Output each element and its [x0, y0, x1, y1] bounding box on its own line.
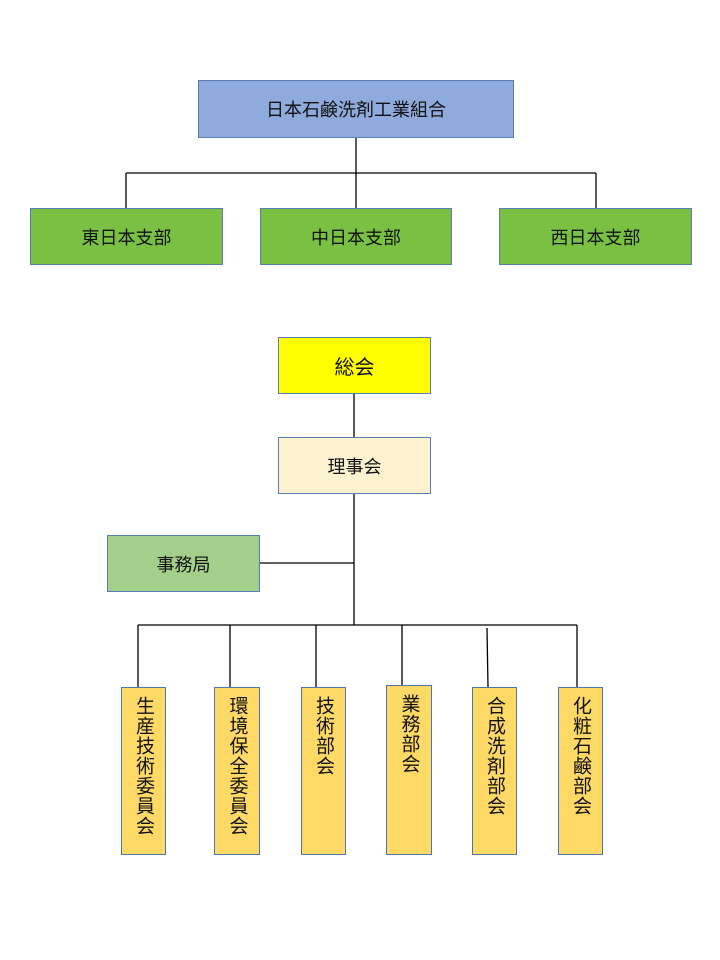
secretariat-box: 事務局 — [107, 535, 260, 592]
board-label: 理事会 — [327, 456, 382, 478]
branch-box-central: 中日本支部 — [260, 208, 452, 265]
committee-box-business: 業務部会 — [386, 685, 432, 855]
committee-label: 生産技術委員会 — [133, 696, 155, 836]
organization-name: 日本石鹸洗剤工業組合 — [266, 100, 446, 121]
branch-box-west: 西日本支部 — [499, 208, 692, 265]
committee-label: 化粧石鹸部会 — [570, 696, 592, 816]
secretariat-label: 事務局 — [156, 554, 211, 576]
board-box: 理事会 — [278, 437, 431, 494]
committee-label: 合成洗剤部会 — [484, 696, 506, 816]
committee-box-technical: 技術部会 — [301, 687, 346, 855]
committee-label: 業務部会 — [398, 694, 421, 774]
committee-label: 環境保全委員会 — [226, 696, 249, 836]
committee-box-cosmetic-soap: 化粧石鹸部会 — [558, 687, 603, 855]
committee-box-environment: 環境保全委員会 — [214, 687, 260, 855]
committee-box-production-tech: 生産技術委員会 — [121, 687, 166, 855]
general-assembly-box: 総会 — [278, 337, 431, 394]
committee-box-synthetic-detergent: 合成洗剤部会 — [472, 687, 517, 855]
general-assembly-label: 総会 — [334, 355, 375, 379]
branch-label-central: 中日本支部 — [311, 227, 401, 249]
connector-committee-5 — [486, 627, 489, 688]
branch-label-east: 東日本支部 — [81, 227, 172, 249]
branch-box-east: 東日本支部 — [30, 208, 223, 265]
organization-box: 日本石鹸洗剤工業組合 — [198, 80, 514, 138]
branch-label-west: 西日本支部 — [550, 227, 641, 249]
committee-label: 技術部会 — [313, 696, 335, 776]
